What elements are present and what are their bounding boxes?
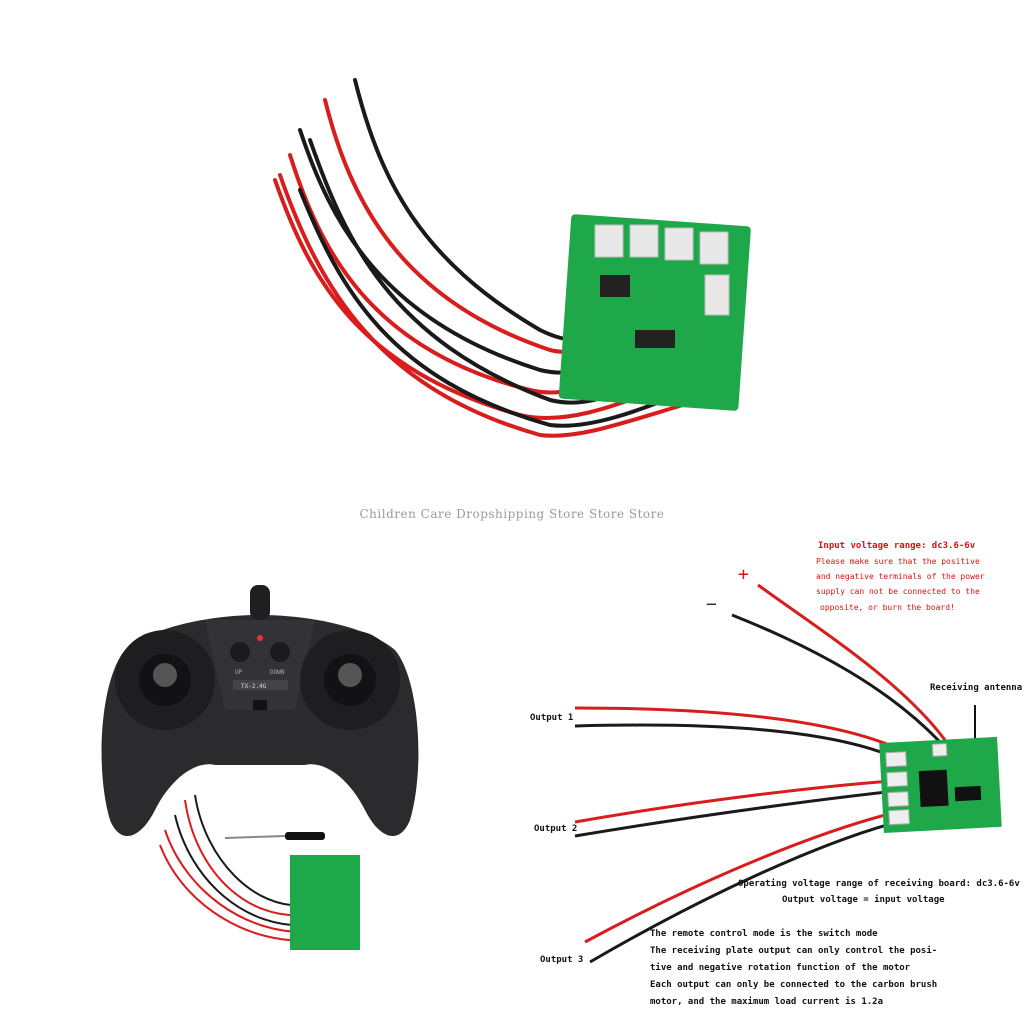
left-joystick[interactable] (115, 630, 215, 730)
up-label: UP (235, 669, 243, 676)
screwdriver (224, 832, 325, 840)
down-button[interactable] (270, 642, 290, 662)
warning-line-2: and negative terminals of the power (816, 572, 985, 581)
note-line-4: Each output can only be connected to the… (650, 980, 937, 990)
note-line-3: tive and negative rotation function of t… (650, 962, 911, 973)
right-joystick[interactable] (300, 630, 400, 730)
minus-sign: − (706, 594, 717, 615)
receiver-board (879, 736, 1002, 833)
warning-line-3: supply can not be connected to the (816, 587, 980, 596)
mini-pcb (290, 855, 360, 950)
antenna-label: Receiving antenna (930, 682, 1022, 693)
output-voltage-text: Output voltage = input voltage (782, 894, 945, 905)
antenna-stub (250, 585, 270, 620)
output-1-label: Output 1 (530, 713, 573, 723)
wire-bundle (273, 78, 702, 438)
warning-line-4: opposite, or burn the board! (820, 603, 955, 612)
power-led (257, 635, 263, 641)
plus-sign: + (738, 564, 749, 585)
model-label: TX-2.4G (241, 683, 267, 690)
wiring-diagram: Input voltage range: dc3.6-6v Please mak… (530, 541, 1022, 1007)
up-button[interactable] (230, 642, 250, 662)
remote-controller-photo: UP DOWN TX-2.4G (101, 585, 419, 950)
output-2-wires (574, 778, 906, 838)
output-3-wires (584, 808, 906, 964)
output-1-wires (574, 706, 906, 764)
warning-line-1: Please make sure that the positive (816, 557, 980, 566)
input-voltage-title: Input voltage range: dc3.6-6v (818, 541, 976, 551)
model-plate (233, 680, 288, 690)
note-line-1: The remote control mode is the switch mo… (650, 928, 878, 939)
output-2-label: Output 2 (534, 824, 577, 834)
top-board-photo (273, 78, 751, 438)
note-line-2: The receiving plate output can only cont… (650, 945, 937, 956)
mini-wires (159, 794, 311, 942)
pcb-board (558, 214, 751, 411)
output-3-label: Output 3 (540, 955, 583, 965)
note-line-5: motor, and the maximum load current is 1… (650, 996, 883, 1007)
down-label: DOWN (270, 669, 285, 676)
power-switch[interactable] (253, 700, 267, 710)
store-watermark: Children Care Dropshipping Store Store S… (359, 507, 665, 521)
power-wires (731, 583, 947, 744)
operating-voltage-text: Operating voltage range of receiving boa… (738, 878, 1020, 889)
